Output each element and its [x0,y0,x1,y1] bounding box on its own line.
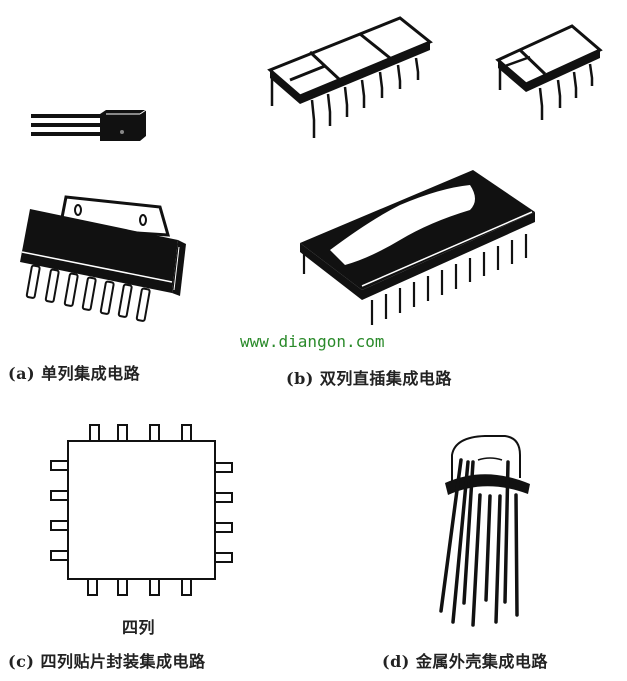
sip-3pin-package [31,109,147,141]
caption-c: (c) 四列贴片封装集成电路 [8,652,206,671]
sip-7pin-package [20,195,186,322]
quad-flat-package [50,424,233,596]
caption-d: (d) 金属外壳集成电路 [382,652,548,671]
watermark-text: www.diangon.com [240,332,385,351]
dip-14-package [267,16,433,138]
dip-8-package [495,24,603,120]
quad-inner-label: 四列 [122,618,156,637]
caption-b: (b) 双列直插集成电路 [286,369,452,388]
dip-24-package [300,170,535,325]
caption-a: (a) 单列集成电路 [8,364,141,383]
metal-can-package [439,435,530,627]
